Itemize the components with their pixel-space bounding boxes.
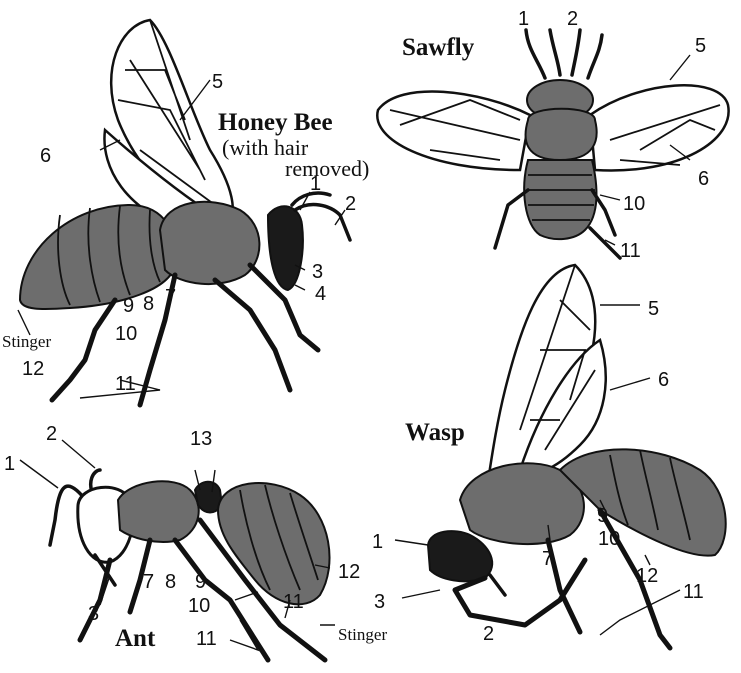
wasp-title: Wasp [405,419,465,446]
wasp-label-7: 7 [542,548,553,570]
wasp-label-6: 6 [658,369,669,391]
ant-figure: 1 2 3 7 8 9 10 11 11 12 13 Stinger Ant [4,423,387,660]
ant-label-11b: 11 [196,628,217,650]
sawfly-label-1: 1 [518,8,529,30]
honey-bee-label-5: 5 [212,71,223,93]
honey-bee-label-3: 3 [312,261,323,283]
wasp-label-3: 3 [374,591,385,613]
ant-label-2: 2 [46,423,57,445]
wasp-label-12: 12 [636,565,658,587]
honey-bee-label-8: 8 [143,293,154,315]
honey-bee-label-1: 1 [310,173,321,195]
ant-label-9: 9 [195,571,206,593]
honey-bee-label-9: 9 [123,295,134,317]
honey-bee-note-line2: removed) [285,156,369,181]
wasp-label-5: 5 [648,298,659,320]
wasp-label-1: 1 [372,531,383,553]
sawfly-label-11: 11 [620,240,641,262]
ant-label-8: 8 [165,571,176,593]
ant-thorax [118,481,199,542]
ant-label-1: 1 [4,453,15,475]
honey-bee-label-stinger: Stinger [2,332,51,351]
wasp-label-2: 2 [483,623,494,645]
honey-bee-label-2: 2 [345,193,356,215]
sawfly-label-5: 5 [695,35,706,57]
sawfly-thorax [526,109,597,160]
ant-label-3: 3 [88,603,99,625]
honey-bee-label-12: 12 [22,358,44,380]
sawfly-label-10: 10 [623,193,645,215]
ant-label-11a: 11 [283,591,304,613]
sawfly-left-wing [377,91,530,170]
wasp-label-11: 11 [683,581,704,603]
sawfly-title: Sawfly [402,34,475,61]
sawfly-figure: Sawfly 1 2 5 6 10 11 [377,8,728,262]
ant-label-stinger: Stinger [338,625,387,644]
sawfly-label-2: 2 [567,8,578,30]
wasp-label-9: 9 [597,505,608,527]
ant-title: Ant [115,625,156,652]
sawfly-label-6: 6 [698,168,709,190]
ant-label-12: 12 [338,561,360,583]
ant-label-10: 10 [188,595,210,617]
honey-bee-label-6: 6 [40,145,51,167]
honey-bee-thorax [160,202,259,284]
wasp-figure: Wasp 1 2 3 5 6 7 9 10 11 12 [372,265,726,648]
honey-bee-title: Honey Bee [218,109,333,136]
sawfly-abdomen [524,160,596,239]
honey-bee-label-7: 7 [165,286,176,308]
wasp-head [428,531,492,581]
ant-label-13: 13 [190,428,212,450]
honey-bee-head [268,206,303,290]
ant-label-7: 7 [143,571,154,593]
ant-gaster [218,483,330,604]
honey-bee-figure: Honey Bee (with hair removed) 1 2 3 4 5 … [2,20,369,405]
honey-bee-label-10: 10 [115,323,137,345]
honey-bee-label-4: 4 [315,283,326,305]
wasp-label-10: 10 [598,528,620,550]
honey-bee-label-11: 11 [115,373,136,395]
